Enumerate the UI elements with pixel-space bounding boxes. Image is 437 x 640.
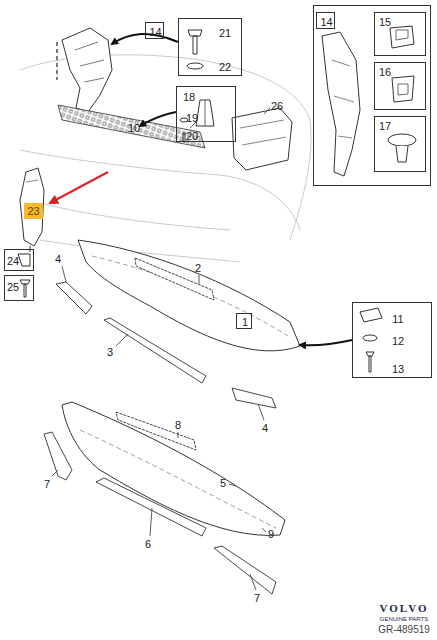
callout-number: 22	[219, 62, 231, 73]
callout-number: 8	[175, 420, 181, 431]
drawing-number: GR-489519	[378, 625, 430, 635]
callout-number: 14	[320, 16, 332, 27]
callout-number: 1	[242, 317, 248, 328]
callout-number: 12	[392, 336, 404, 347]
brand-subtitle: GENUINE PARTS	[380, 616, 428, 622]
callout-number: 20	[186, 131, 198, 142]
callout-number: 11	[392, 314, 403, 325]
callout-number: 15	[379, 17, 391, 28]
callout-number: 10	[128, 123, 140, 134]
callout-box: 14	[316, 12, 335, 29]
callout-box: 1	[236, 313, 252, 329]
callout-number: 7	[254, 593, 260, 604]
clip-inset: 24	[4, 249, 34, 271]
fastener-inset: 21 22	[178, 18, 242, 76]
clip-inset: 17	[374, 116, 426, 172]
callout-number: 6	[145, 539, 151, 550]
callout-number: 14	[149, 26, 161, 37]
callout-number: 4	[55, 254, 61, 265]
callout-number: 2	[195, 263, 201, 274]
callout-number: 26	[271, 101, 283, 112]
callout-number: 13	[392, 364, 404, 375]
callout-number: 16	[379, 67, 391, 78]
callout-number: 25	[7, 282, 19, 293]
brand-logo: VOLVO	[380, 603, 429, 614]
clip-inset: 18	[176, 86, 236, 142]
callout-number: 18	[183, 92, 195, 103]
highlighted-callout: 23	[24, 203, 43, 219]
callout-number: 9	[268, 529, 274, 540]
screw-inset: 25	[4, 275, 34, 301]
callout-number: 23	[27, 206, 39, 217]
clip-inset: 16	[374, 62, 426, 110]
callout-number: 17	[379, 121, 391, 132]
clip-inset: 15	[374, 12, 426, 56]
callout-number: 19	[186, 113, 198, 124]
callout-number: 5	[220, 478, 226, 489]
fastener-inset: 11 12 13	[352, 302, 432, 378]
callout-number: 3	[107, 347, 113, 358]
callout-number: 7	[44, 479, 50, 490]
callout-number: 24	[7, 256, 19, 267]
callout-number: 21	[219, 28, 231, 39]
callout-number: 4	[262, 423, 268, 434]
callout-box: 14	[145, 22, 164, 39]
